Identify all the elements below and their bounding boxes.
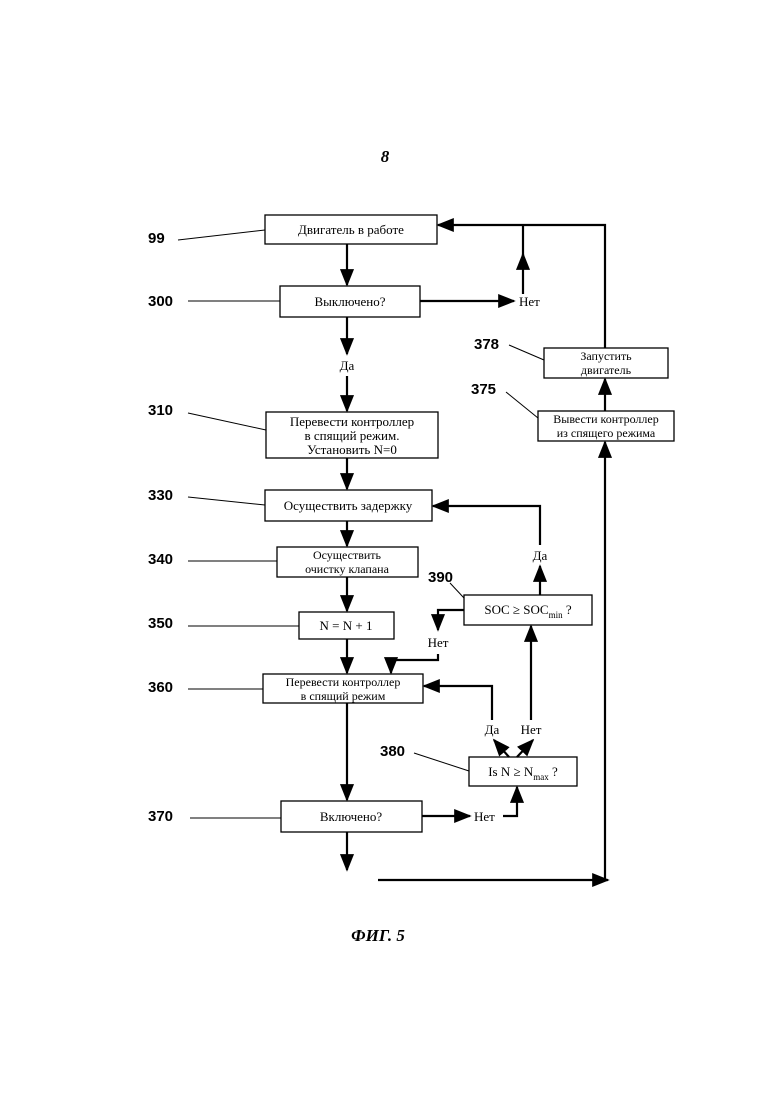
step-300: Выключено? [280, 286, 420, 317]
step-310: Перевести контроллер в спящий режим. Уст… [266, 412, 438, 458]
label-390-yes: Да [533, 548, 548, 563]
arrow-380-no [517, 740, 533, 757]
label-370-no: Нет [474, 809, 495, 824]
label-380-yes: Да [485, 722, 500, 737]
ref-378: 378 [474, 336, 499, 353]
label-390-no: Нет [428, 635, 449, 650]
step-360-line-1: Перевести контроллер [286, 675, 401, 689]
ref-99: 99 [148, 230, 165, 247]
step-380: Is N ≥ Nmax ? [469, 757, 577, 786]
step-330: Осуществить задержку [265, 490, 432, 521]
ref-350: 350 [148, 615, 173, 632]
arrow-380-yes [494, 740, 509, 757]
step-378-line-1: Запустить [580, 349, 632, 363]
step-99: Двигатель в работе [265, 215, 437, 244]
step-375-line-2: из спящего режима [557, 426, 656, 440]
ref-310: 310 [148, 402, 173, 419]
ref-370: 370 [148, 808, 173, 825]
step-330-label: Осуществить задержку [284, 498, 413, 513]
label-300-no: Нет [519, 294, 540, 309]
arrow-380-yes-to-360 [424, 686, 492, 720]
ref-360: 360 [148, 679, 173, 696]
step-390-sub: min [549, 610, 564, 620]
step-378: Запустить двигатель [544, 348, 668, 378]
step-378-line-2: двигатель [581, 363, 632, 377]
label-380-no: Нет [521, 722, 542, 737]
step-310-line-1: Перевести контроллер [290, 414, 414, 429]
arrow-no-to-360 [391, 654, 438, 673]
figure-caption: ФИГ. 5 [351, 926, 405, 945]
arrow-yes-to-330 [433, 506, 540, 545]
step-360-line-2: в спящий режим [301, 689, 386, 703]
leader-375 [506, 392, 538, 418]
ref-300: 300 [148, 293, 173, 310]
leader-310 [188, 413, 266, 430]
step-380-sub: max [533, 772, 549, 782]
ref-340: 340 [148, 551, 173, 568]
leader-378 [509, 345, 544, 360]
ref-390: 390 [428, 569, 453, 586]
ref-380: 380 [380, 743, 405, 760]
label-300-yes: Да [340, 358, 355, 373]
step-300-label: Выключено? [315, 294, 386, 309]
leader-380 [414, 753, 469, 771]
step-375-line-1: Вывести контроллер [553, 412, 658, 426]
step-340: Осуществить очистку клапана [277, 547, 418, 577]
arrow-390-no [438, 610, 464, 630]
arrow-to-99 [438, 225, 605, 348]
step-360: Перевести контроллер в спящий режим [263, 674, 423, 703]
step-370-label: Включено? [320, 809, 382, 824]
step-350: N = N + 1 [299, 612, 394, 639]
step-310-line-2: в спящий режим. [305, 428, 400, 443]
step-350-label: N = N + 1 [320, 618, 373, 633]
step-310-line-3: Установить N=0 [307, 442, 397, 457]
step-390-prefix: SOC ≥ SOC [484, 602, 548, 617]
step-340-line-2: очистку клапана [305, 562, 390, 576]
step-370: Включено? [281, 801, 422, 832]
leader-390 [450, 583, 464, 598]
ref-375: 375 [471, 381, 496, 398]
step-340-line-1: Осуществить [313, 548, 382, 562]
step-390: SOC ≥ SOCmin ? [464, 595, 592, 625]
leader-99 [178, 230, 265, 240]
step-99-label: Двигатель в работе [298, 222, 404, 237]
leader-330 [188, 497, 265, 505]
arrow-to-380 [503, 787, 517, 816]
step-390-suffix: ? [563, 602, 572, 617]
page-number: 8 [381, 147, 390, 166]
step-375: Вывести контроллер из спящего режима [538, 411, 674, 441]
step-380-prefix: Is N ≥ N [488, 764, 534, 779]
step-380-suffix: ? [549, 764, 558, 779]
ref-330: 330 [148, 487, 173, 504]
